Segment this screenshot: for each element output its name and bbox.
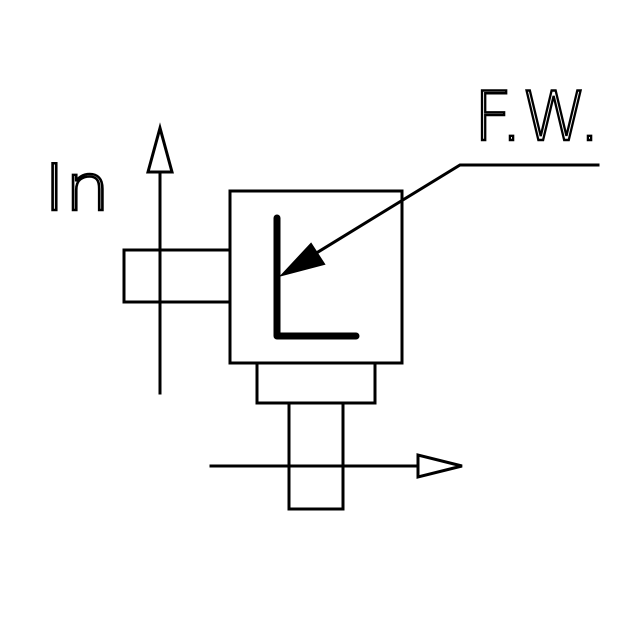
output-flange [255, 361, 377, 405]
fw-leader-line [315, 163, 600, 255]
input-shaft [122, 248, 234, 304]
fw-label: F.W. [474, 78, 600, 157]
bevel-gear-symbol [273, 214, 360, 340]
input-arrowhead-icon [146, 122, 174, 174]
input-label: In [44, 152, 110, 226]
output-arrowhead-icon [416, 453, 463, 479]
output-shaft [287, 401, 345, 511]
fw-leader-arrowhead-icon [278, 242, 326, 277]
